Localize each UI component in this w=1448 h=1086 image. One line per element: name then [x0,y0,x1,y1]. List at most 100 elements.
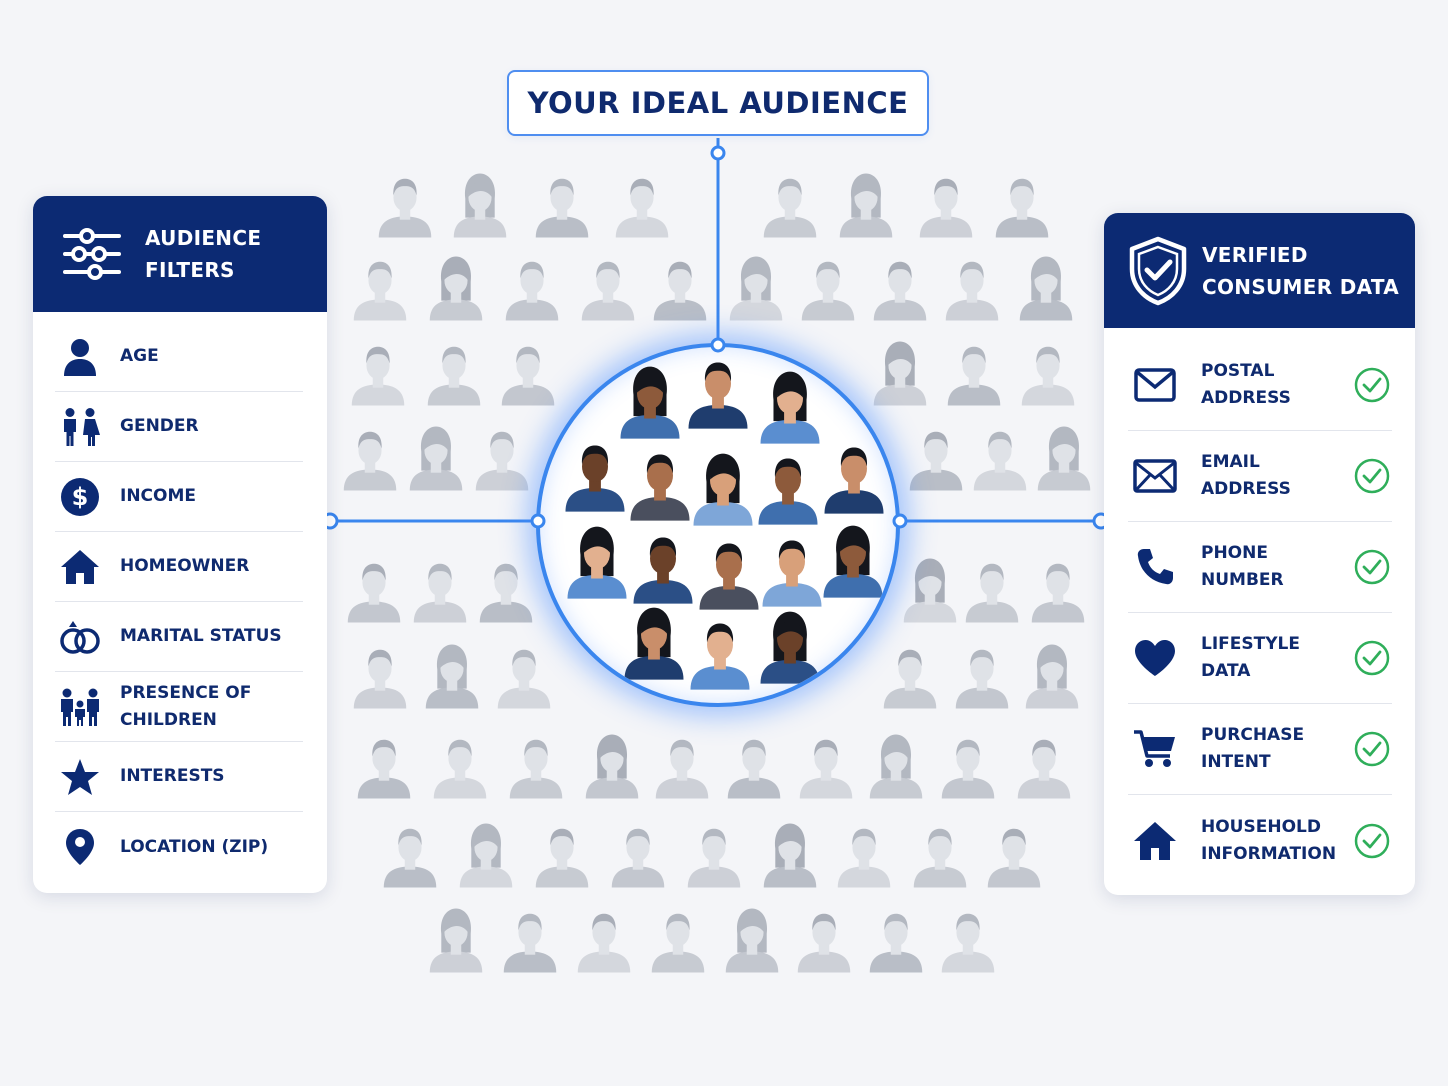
background-person-avatar [413,563,467,623]
data-row-postal-address[interactable]: POSTAL ADDRESS [1128,340,1392,431]
data-label: HOUSEHOLD INFORMATION [1201,816,1337,864]
background-person-avatar [581,261,635,321]
phone-icon [1137,549,1173,585]
background-person-avatar [651,913,705,973]
dollar-icon: $ [61,477,99,516]
audience-person-avatar [620,366,680,439]
audience-person-avatar [690,623,750,690]
heart-icon [1135,640,1175,676]
background-person-avatar [725,908,779,973]
background-person-avatar [611,828,665,888]
sliders-icon [63,228,121,280]
background-person-avatar [615,178,669,238]
filter-row-age[interactable]: AGE [55,322,303,392]
background-person-avatar [945,261,999,321]
audience-avatars [565,362,884,690]
background-person-avatar [1017,739,1071,799]
filter-row-location[interactable]: LOCATION (ZIP) [55,812,303,882]
background-person-avatar [347,563,401,623]
audience-filters-header: AUDIENCE FILTERS [33,196,327,312]
filter-label: AGE [120,346,159,366]
background-person-avatar [653,261,707,321]
filter-label: GENDER [120,416,199,436]
person-icon [64,338,96,376]
background-person-avatar [503,913,557,973]
envelope-open-icon [1134,368,1176,402]
shield-check-icon [1129,236,1187,305]
background-person-avatar [535,178,589,238]
data-row-purchase-intent[interactable]: PURCHASE INTENT [1128,704,1392,795]
audience-person-avatar [688,362,748,429]
envelope-icon [1133,459,1177,493]
background-person-avatar [425,644,479,709]
background-person-avatar [763,178,817,238]
page-title: YOUR IDEAL AUDIENCE [527,86,909,120]
background-person-avatar [729,256,783,321]
background-person-avatar [655,739,709,799]
ideal-audience-circle [536,343,900,707]
background-person-avatar [909,431,963,491]
background-person-avatar [353,261,407,321]
background-person-avatar [353,649,407,709]
background-person-avatar [427,346,481,406]
filter-row-income[interactable]: $ INCOME [55,462,303,532]
check-circle-icon [1354,640,1390,676]
filter-label: PRESENCE OF CHILDREN [120,682,252,730]
house-icon [1134,821,1176,860]
background-person-avatar [409,426,463,491]
panel-title-line2: FILTERS [145,258,235,282]
background-person-avatar [955,649,1009,709]
background-person-avatar [459,823,513,888]
background-person-avatar [501,346,555,406]
data-row-household-information[interactable]: HOUSEHOLD INFORMATION [1128,795,1392,886]
check-circle-icon [1354,458,1390,494]
rings-icon [60,620,100,654]
filter-row-homeowner[interactable]: HOMEOWNER [55,532,303,602]
panel-title-line2: CONSUMER DATA [1202,274,1399,299]
check-circle-icon [1354,823,1390,858]
background-person-avatar [727,739,781,799]
background-person-avatar [433,739,487,799]
filter-row-presence-of-children[interactable]: PRESENCE OF CHILDREN [55,672,303,742]
background-person-avatar [797,913,851,973]
cart-icon [1134,730,1175,767]
filter-label: INTERESTS [120,766,225,786]
filter-label: HOMEOWNER [120,556,250,576]
audience-person-avatar [760,611,820,684]
data-row-email-address[interactable]: EMAIL ADDRESS [1128,431,1392,522]
background-person-avatar [883,649,937,709]
audience-person-avatar [567,526,627,599]
data-row-phone-number[interactable]: PHONE NUMBER [1128,522,1392,613]
background-person-avatar [1021,346,1075,406]
location-pin-icon [66,829,94,865]
background-person-avatar [965,563,1019,623]
filter-label: MARITAL STATUS [120,626,282,646]
panel-title-line1: VERIFIED [1202,242,1308,267]
audience-person-avatar [824,447,884,514]
data-label: PHONE NUMBER [1201,543,1284,590]
audience-person-avatar [758,458,818,525]
audience-person-avatar [699,543,759,610]
background-person-avatar [509,739,563,799]
audience-person-avatar [760,371,820,444]
family-icon [61,688,99,726]
background-person-avatar [535,828,589,888]
background-person-avatar [873,261,927,321]
filter-row-marital-status[interactable]: MARITAL STATUS [55,602,303,672]
filter-label: INCOME [120,486,197,506]
filter-row-interests[interactable]: INTERESTS [55,742,303,812]
background-person-avatar [479,563,533,623]
background-person-avatar [913,828,967,888]
filter-row-gender[interactable]: GENDER [55,392,303,462]
data-label: LIFESTYLE DATA [1201,634,1300,681]
audience-person-avatar [693,453,753,526]
background-person-avatar [941,739,995,799]
data-row-lifestyle-data[interactable]: LIFESTYLE DATA [1128,613,1392,704]
background-person-avatar [357,739,411,799]
background-person-avatar [919,178,973,238]
data-label: EMAIL ADDRESS [1201,452,1291,499]
star-icon [61,758,99,795]
background-person-avatar [799,739,853,799]
audience-person-avatar [823,525,883,598]
